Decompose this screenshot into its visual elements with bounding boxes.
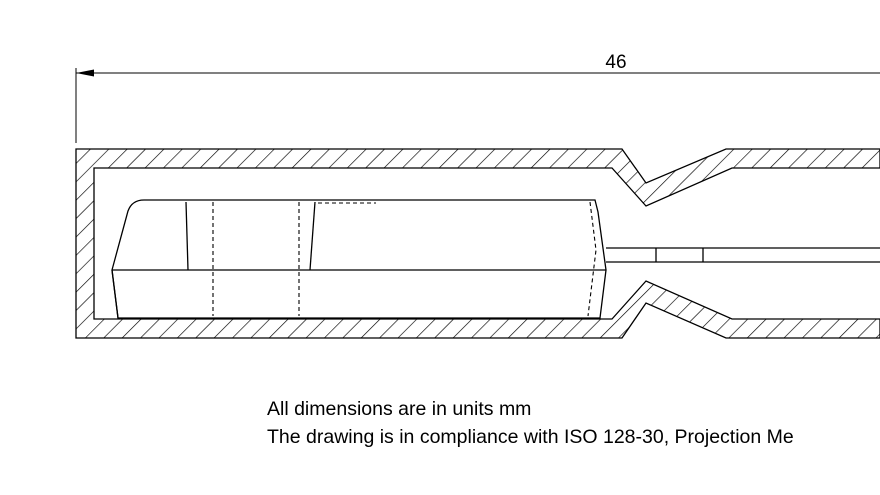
- housing-wall-section: [75, 148, 880, 339]
- compliance-note: The drawing is in compliance with ISO 12…: [267, 426, 794, 448]
- contact-body: [111, 199, 607, 319]
- dimension-arrowhead: [76, 69, 94, 77]
- hidden-lines: [212, 201, 597, 317]
- dimension-46: 46: [75, 52, 880, 143]
- units-note: All dimensions are in units mm: [267, 398, 532, 420]
- contact-tail: [606, 247, 880, 263]
- dimension-value: 46: [605, 52, 626, 73]
